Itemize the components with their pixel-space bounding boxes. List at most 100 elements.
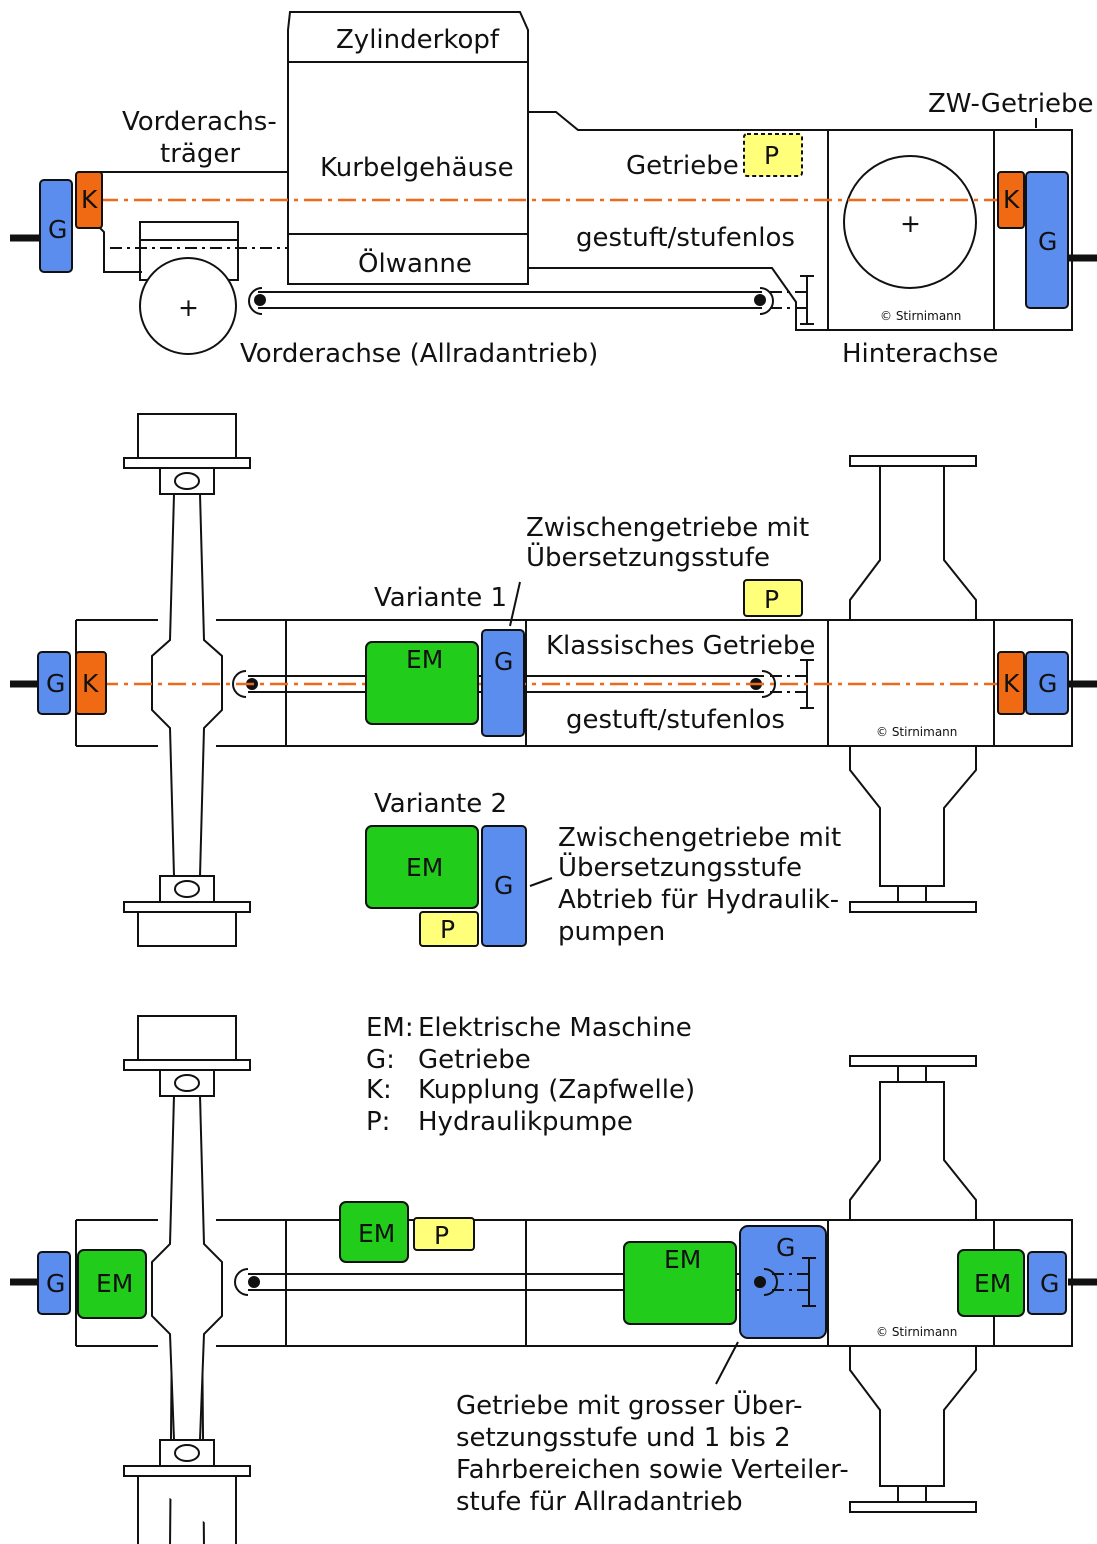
kupplung-front-block bbox=[75, 171, 103, 229]
bottom-em-rear bbox=[957, 1249, 1025, 1317]
legend-abbr-g: G: bbox=[366, 1045, 395, 1075]
pumpe-block bbox=[743, 133, 803, 177]
bottom-front-rim-bottom bbox=[123, 1465, 251, 1477]
bottom-arc-rear bbox=[763, 1268, 778, 1296]
legend: EM: Elektrische Maschine G: Getriebe K: … bbox=[366, 1013, 695, 1137]
axle-bracket bbox=[139, 221, 239, 241]
mid-getriebe-front-label: G bbox=[46, 669, 65, 698]
bottom-front-hub-bottom-eye bbox=[174, 1444, 200, 1462]
getriebe-front-label: G bbox=[48, 215, 67, 244]
copyright-bottom: © Stirnimann bbox=[876, 1325, 957, 1339]
bottom-getriebe-front bbox=[37, 1251, 71, 1315]
bottom-getriebe-main-label: G bbox=[776, 1233, 795, 1262]
bottom-front-rim-top bbox=[123, 1059, 251, 1071]
kurbelgehaeuse-label: Kurbelgehäuse bbox=[320, 153, 514, 183]
front-tire-top bbox=[137, 413, 237, 459]
top-view-variants: G K EM G P K G Zwischengetriebe mit Über… bbox=[10, 413, 1097, 947]
legend-text-em: Elektrische Maschine bbox=[418, 1013, 692, 1043]
rear-hub-bottom bbox=[897, 885, 927, 903]
rear-wheel bbox=[843, 155, 977, 289]
bottom-coupling-mark bbox=[802, 1257, 816, 1307]
getriebe-rear-label: G bbox=[1038, 227, 1057, 256]
mid-gestuft-label: gestuft/stufenlos bbox=[566, 705, 785, 735]
variante2-text-1: Zwischengetriebe mit bbox=[558, 823, 841, 853]
front-rim-bottom bbox=[123, 901, 251, 913]
variante2-leader bbox=[529, 877, 553, 887]
rear-housing-top bbox=[849, 465, 977, 621]
bottom-joint-front bbox=[248, 1276, 260, 1288]
bottom-rear-housing-top bbox=[849, 1081, 977, 1221]
bottom-rear-axle bbox=[849, 1055, 977, 1513]
mid-pumpe-variante2-label: P bbox=[440, 915, 455, 944]
zylinderkopf-label: Zylinderkopf bbox=[336, 25, 500, 55]
bottom-em-pump-drive-label: EM bbox=[358, 1219, 395, 1248]
bottom-joint-rear bbox=[754, 1276, 766, 1288]
variante2-text-2: Übersetzungsstufe bbox=[558, 851, 802, 883]
legend-abbr-em: EM: bbox=[366, 1013, 414, 1043]
bottom-em-rear-label: EM bbox=[974, 1269, 1011, 1298]
mid-getriebe-variante1-label: G bbox=[494, 647, 513, 676]
front-wheel bbox=[139, 257, 237, 355]
mid-pumpe-variante2 bbox=[419, 911, 479, 947]
mid-pumpe-variante1-label: P bbox=[764, 585, 779, 614]
bottom-pumpe-label: P bbox=[434, 1221, 449, 1250]
bottom-arc-front bbox=[234, 1268, 249, 1296]
engine-block bbox=[287, 11, 529, 285]
shaft-joint-front bbox=[254, 294, 266, 306]
mid-kupplung-front bbox=[75, 651, 107, 715]
bottom-front-axle-body bbox=[151, 1095, 223, 1441]
getriebe-front-block bbox=[39, 179, 73, 273]
front-hub-top-eye bbox=[174, 472, 200, 490]
vorderachstraeger-label-2: träger bbox=[160, 139, 240, 169]
front-carrier-line bbox=[99, 227, 142, 273]
mid-kupplung-rear bbox=[997, 651, 1025, 715]
legend-abbr-k: K: bbox=[366, 1075, 392, 1105]
zwischengetriebe-label-1: Zwischengetriebe mit bbox=[526, 513, 809, 543]
bottom-rear-rim-top bbox=[849, 1055, 977, 1067]
kupplung-rear-block bbox=[997, 171, 1025, 229]
getriebe-label: Getriebe bbox=[626, 151, 739, 181]
variante1-label: Variante 1 bbox=[374, 583, 507, 613]
bottom-note-3: Fahrbereichen sowie Verteiler- bbox=[456, 1455, 849, 1485]
bottom-getriebe-rear-label: G bbox=[1040, 1269, 1059, 1298]
mid-em-variante1-label: EM bbox=[406, 645, 443, 674]
getriebe-rear-block bbox=[1025, 171, 1069, 309]
variante2-label: Variante 2 bbox=[374, 789, 507, 819]
bottom-em-front-label: EM bbox=[96, 1269, 133, 1298]
bottom-front-axle bbox=[123, 1015, 251, 1544]
bottom-note-leader bbox=[715, 1341, 739, 1385]
zwischengetriebe-label-2: Übersetzungsstufe bbox=[526, 541, 770, 573]
rear-housing-bottom bbox=[849, 745, 977, 887]
legend-text-g: Getriebe bbox=[418, 1045, 531, 1075]
bottom-getriebe-rear bbox=[1027, 1251, 1067, 1315]
vorderachstraeger-label-1: Vorderachs- bbox=[122, 107, 277, 137]
bottom-pumpe bbox=[413, 1217, 475, 1251]
gestuft-label: gestuft/stufenlos bbox=[576, 223, 795, 253]
mid-getriebe-front bbox=[37, 651, 71, 715]
oelwanne-label: Ölwanne bbox=[358, 247, 472, 279]
front-tire-bottom bbox=[137, 911, 237, 947]
legend-text-p: Hydraulikpumpe bbox=[418, 1107, 633, 1137]
shaft-joint-rear bbox=[754, 294, 766, 306]
joint-arc-front bbox=[248, 287, 263, 315]
bottom-note-1: Getriebe mit grosser Über- bbox=[456, 1389, 803, 1421]
mid-getriebe-variante2-label: G bbox=[494, 871, 513, 900]
mid-em-variante1 bbox=[365, 641, 479, 725]
mid-pumpe-variante1 bbox=[743, 579, 803, 617]
kupplung-rear-label: K bbox=[1003, 185, 1020, 214]
copyright-middle: © Stirnimann bbox=[876, 725, 957, 739]
mid-arc-rear bbox=[761, 670, 776, 698]
mid-kupplung-rear-label: K bbox=[1003, 669, 1020, 698]
bottom-getriebe-front-label: G bbox=[46, 1269, 65, 1298]
bottom-rear-hub-top bbox=[897, 1065, 927, 1083]
bottom-note-2: setzungsstufe und 1 bis 2 bbox=[456, 1423, 791, 1453]
mid-getriebe-variante2 bbox=[481, 825, 527, 947]
rear-rim-bottom bbox=[849, 901, 977, 913]
bottom-front-tire-top bbox=[137, 1015, 237, 1061]
joint-arc-rear bbox=[759, 287, 774, 315]
coupling-mark bbox=[800, 275, 814, 325]
bottom-rear-housing-bottom bbox=[849, 1345, 977, 1487]
front-axle-top-view bbox=[123, 413, 251, 947]
bottom-getriebe-main bbox=[739, 1225, 827, 1339]
mid-getriebe-variante1 bbox=[481, 629, 525, 737]
